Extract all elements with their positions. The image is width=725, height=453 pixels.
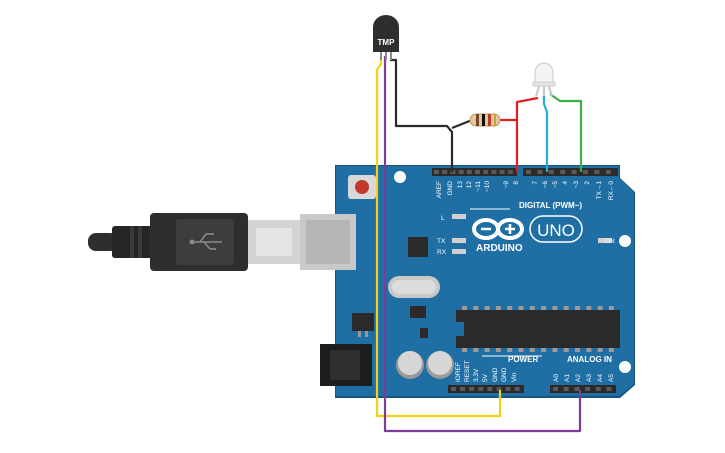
digital-pin-2: 2	[584, 181, 591, 185]
led-label-rx: RX	[437, 249, 447, 256]
arduino-infinity-logo-icon	[472, 218, 524, 240]
analog-pin-a1: A1	[564, 374, 571, 382]
power-pin-3-3v: 3.3V	[473, 368, 480, 382]
analog-pin-a4: A4	[597, 374, 604, 382]
digital-header-right	[523, 168, 618, 176]
digital-pin-11: ~11	[475, 181, 482, 192]
on-led-label: ON	[605, 238, 615, 245]
digital-pin-13: 13	[457, 181, 464, 189]
digital-pin-9: ~9	[503, 181, 510, 189]
digital-pin-3: ~3	[573, 181, 580, 189]
digital-pin-aref: AREF	[436, 181, 443, 198]
wire-red	[498, 96, 539, 122]
voltage-regulator	[352, 313, 374, 337]
uno-model: UNO	[537, 221, 575, 240]
wire-black-resistor	[451, 118, 473, 130]
digital-pin-12: 12	[466, 181, 473, 189]
power-pin-ioref: IOREF	[455, 362, 462, 382]
digital-pin-10: ~10	[484, 181, 491, 192]
analog-in-header-label: ANALOG IN	[567, 355, 612, 364]
digital-pin-8: 8	[513, 181, 520, 185]
digital-pin-6: ~6	[542, 181, 549, 189]
tmp-sensor-icon: TMP	[373, 15, 399, 60]
digital-pin-5: ~5	[552, 181, 559, 189]
digital-pin-tx-1: TX→1	[596, 181, 603, 200]
onboard-leds	[452, 214, 612, 254]
small-chip	[410, 306, 426, 318]
analog-pin-a5: A5	[608, 374, 615, 382]
power-header-label: POWER	[508, 355, 538, 364]
power-pin-5v: 5V	[482, 373, 489, 382]
wire-purple	[383, 56, 582, 433]
analog-pin-a3: A3	[586, 374, 593, 382]
arduino-brand: ARDUINO	[476, 243, 523, 254]
resistor-icon	[469, 113, 501, 127]
power-jack	[320, 344, 372, 386]
power-pin-gnd: GND	[501, 367, 508, 382]
atmega-chip	[456, 306, 620, 352]
power-header	[448, 385, 524, 393]
analog-pin-a0: A0	[553, 374, 560, 382]
digital-pin-7: 7	[532, 181, 539, 185]
digital-pin-rx-0: RX←0	[608, 181, 615, 201]
rgb-led-icon	[532, 62, 556, 97]
digital-pin-4: 4	[562, 181, 569, 185]
digital-pwm-header: DIGITAL (PWM~)	[519, 201, 582, 210]
wire-yellow	[375, 55, 502, 418]
wire-black	[390, 58, 454, 172]
capacitor	[396, 351, 424, 379]
power-pin-gnd: GND	[492, 367, 499, 382]
led-label-tx: TX	[437, 238, 446, 245]
tmp-sensor-label: TMP	[378, 38, 396, 47]
uno-badge	[529, 215, 583, 243]
power-pin-reset: RESET	[464, 360, 471, 382]
digital-header-left	[432, 168, 517, 176]
analog-pin-a2: A2	[575, 374, 582, 382]
wire-blue	[542, 92, 549, 172]
power-pin-vin: Vin	[511, 372, 518, 382]
digital-pin-gnd: GND	[447, 181, 454, 196]
led-label-l: L	[441, 215, 445, 222]
reset-button[interactable]	[348, 175, 376, 199]
capacitor	[426, 351, 454, 379]
analog-header	[550, 385, 616, 393]
usb-chip	[408, 237, 428, 257]
wire-green	[549, 93, 583, 172]
